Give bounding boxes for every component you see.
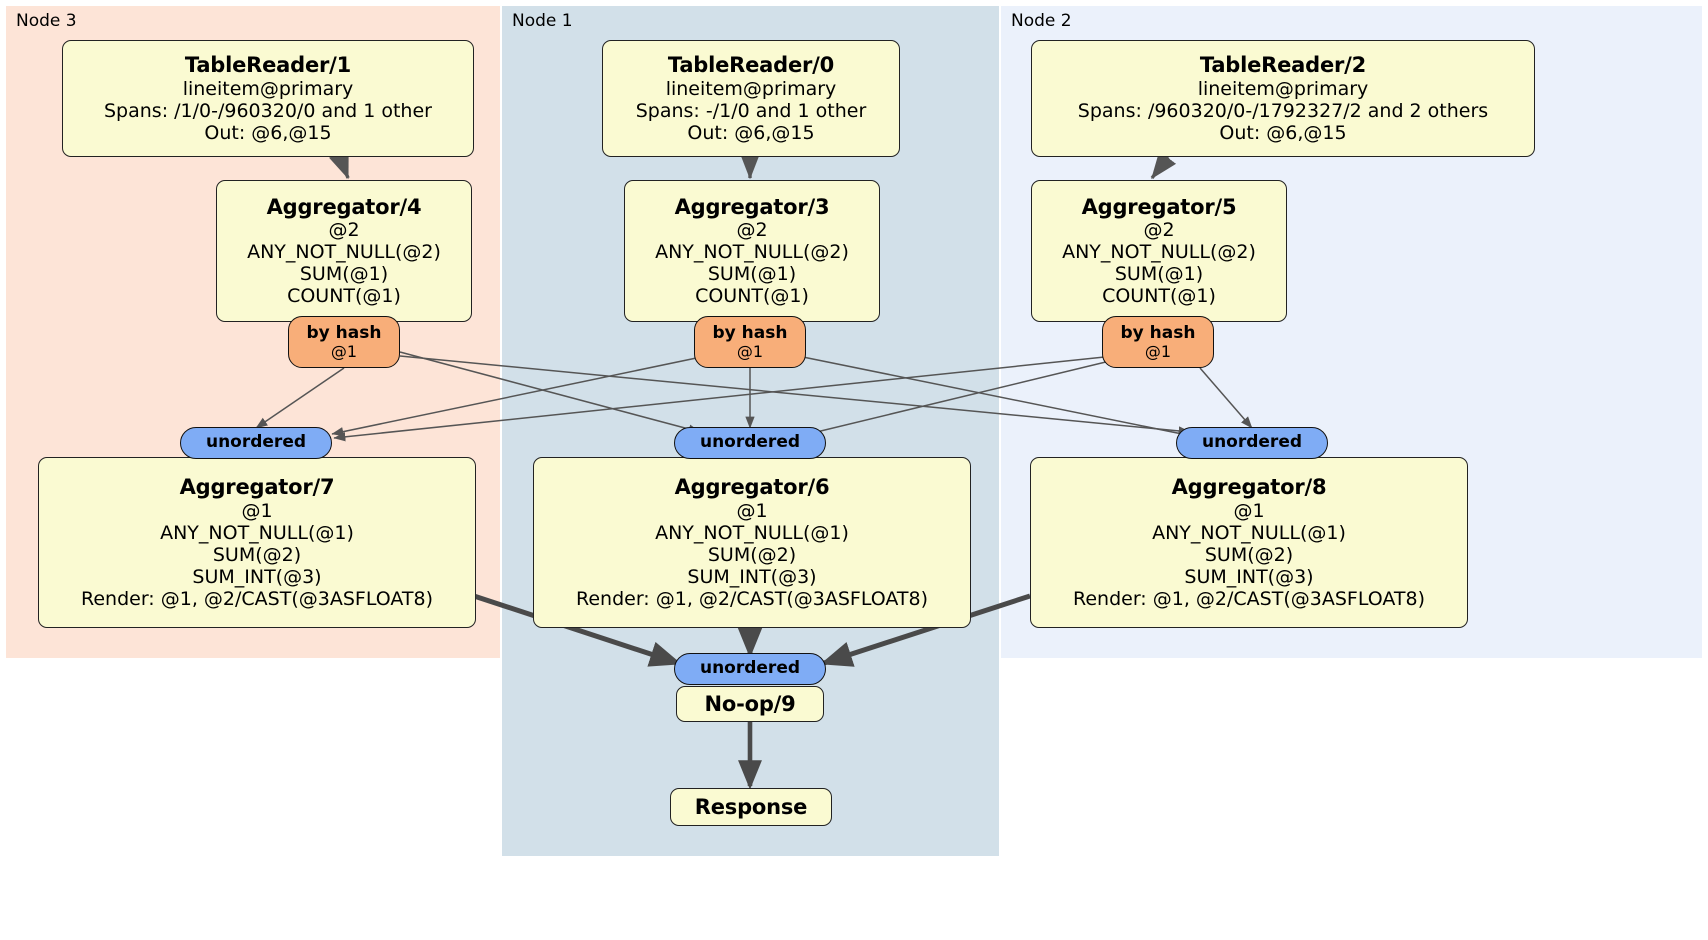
processor-line: ANY_NOT_NULL(@2) — [247, 241, 441, 264]
processor-line: SUM(@2) — [1204, 543, 1294, 566]
processor-line: SUM(@2) — [212, 543, 302, 566]
router-by-hash-3[interactable]: by hash @1 — [694, 316, 806, 368]
router-label: by hash — [712, 322, 788, 343]
processor-line: Render: @1, @2/CAST(@3ASFLOAT8) — [576, 587, 928, 610]
processor-title: Response — [694, 794, 808, 819]
processor-line: SUM(@1) — [1114, 263, 1204, 286]
processor-table-reader-1[interactable]: TableReader/1 lineitem@primary Spans: /1… — [62, 40, 474, 157]
processor-title: Aggregator/6 — [674, 475, 830, 500]
processor-line: @1 — [1233, 499, 1265, 522]
processor-line: Out: @6,@15 — [204, 121, 332, 144]
processor-line: ANY_NOT_NULL(@2) — [655, 241, 849, 264]
processor-line: ANY_NOT_NULL(@2) — [1062, 241, 1256, 264]
processor-aggregator-8[interactable]: Aggregator/8 @1 ANY_NOT_NULL(@1) SUM(@2)… — [1030, 457, 1468, 628]
processor-title: TableReader/1 — [184, 53, 352, 78]
processor-aggregator-4[interactable]: Aggregator/4 @2 ANY_NOT_NULL(@2) SUM(@1)… — [216, 180, 472, 322]
router-label: unordered — [205, 432, 307, 453]
processor-aggregator-7[interactable]: Aggregator/7 @1 ANY_NOT_NULL(@1) SUM(@2)… — [38, 457, 476, 628]
router-label: unordered — [1201, 432, 1303, 453]
router-label: unordered — [699, 432, 801, 453]
processor-line: Render: @1, @2/CAST(@3ASFLOAT8) — [1073, 587, 1425, 610]
processor-line: ANY_NOT_NULL(@1) — [1152, 521, 1346, 544]
router-label: by hash — [1120, 322, 1196, 343]
processor-line: SUM_INT(@3) — [1184, 565, 1314, 588]
processor-title: Aggregator/8 — [1171, 475, 1327, 500]
processor-line: Spans: -/1/0 and 1 other — [635, 99, 867, 122]
processor-noop-9[interactable]: No-op/9 — [676, 686, 824, 722]
processor-response[interactable]: Response — [670, 788, 832, 826]
router-sublabel: @1 — [330, 341, 358, 361]
processor-title: Aggregator/7 — [179, 475, 335, 500]
processor-title: Aggregator/4 — [266, 194, 422, 219]
processor-line: ANY_NOT_NULL(@1) — [655, 521, 849, 544]
processor-line: COUNT(@1) — [287, 285, 401, 308]
processor-title: TableReader/2 — [1199, 53, 1367, 78]
processor-title: No-op/9 — [704, 691, 796, 716]
router-by-hash-5[interactable]: by hash @1 — [1102, 316, 1214, 368]
processor-line: Render: @1, @2/CAST(@3ASFLOAT8) — [81, 587, 433, 610]
processor-line: SUM(@2) — [707, 543, 797, 566]
router-sublabel: @1 — [736, 341, 764, 361]
cluster-label-node-2: Node 2 — [1011, 11, 1072, 31]
router-unordered-8[interactable]: unordered — [1176, 427, 1328, 459]
processor-table-reader-2[interactable]: TableReader/2 lineitem@primary Spans: /9… — [1031, 40, 1535, 157]
processor-line: @2 — [1143, 219, 1175, 242]
processor-title: TableReader/0 — [667, 53, 835, 78]
processor-line: @1 — [241, 499, 273, 522]
processor-line: Spans: /960320/0-/1792327/2 and 2 others — [1077, 99, 1489, 122]
processor-line: lineitem@primary — [182, 77, 354, 100]
processor-line: @1 — [736, 499, 768, 522]
router-unordered-9[interactable]: unordered — [674, 653, 826, 685]
processor-title: Aggregator/5 — [1081, 194, 1237, 219]
cluster-label-node-3: Node 3 — [16, 11, 77, 31]
processor-line: @2 — [736, 219, 768, 242]
processor-line: lineitem@primary — [1197, 77, 1369, 100]
processor-title: Aggregator/3 — [674, 194, 830, 219]
processor-line: Out: @6,@15 — [687, 121, 815, 144]
processor-line: COUNT(@1) — [695, 285, 809, 308]
processor-line: SUM_INT(@3) — [192, 565, 322, 588]
processor-line: Spans: /1/0-/960320/0 and 1 other — [104, 99, 432, 122]
processor-line: @2 — [328, 219, 360, 242]
processor-line: COUNT(@1) — [1102, 285, 1216, 308]
processor-line: SUM_INT(@3) — [687, 565, 817, 588]
processor-aggregator-5[interactable]: Aggregator/5 @2 ANY_NOT_NULL(@2) SUM(@1)… — [1031, 180, 1287, 322]
processor-line: ANY_NOT_NULL(@1) — [160, 521, 354, 544]
processor-line: Out: @6,@15 — [1219, 121, 1347, 144]
router-unordered-6[interactable]: unordered — [674, 427, 826, 459]
cluster-label-node-1: Node 1 — [512, 11, 573, 31]
router-unordered-7[interactable]: unordered — [180, 427, 332, 459]
processor-aggregator-6[interactable]: Aggregator/6 @1 ANY_NOT_NULL(@1) SUM(@2)… — [533, 457, 971, 628]
processor-line: SUM(@1) — [707, 263, 797, 286]
router-label: by hash — [306, 322, 382, 343]
processor-line: SUM(@1) — [299, 263, 389, 286]
router-by-hash-4[interactable]: by hash @1 — [288, 316, 400, 368]
processor-aggregator-3[interactable]: Aggregator/3 @2 ANY_NOT_NULL(@2) SUM(@1)… — [624, 180, 880, 322]
processor-line: lineitem@primary — [665, 77, 837, 100]
router-label: unordered — [699, 658, 801, 679]
processor-table-reader-0[interactable]: TableReader/0 lineitem@primary Spans: -/… — [602, 40, 900, 157]
router-sublabel: @1 — [1144, 341, 1172, 361]
